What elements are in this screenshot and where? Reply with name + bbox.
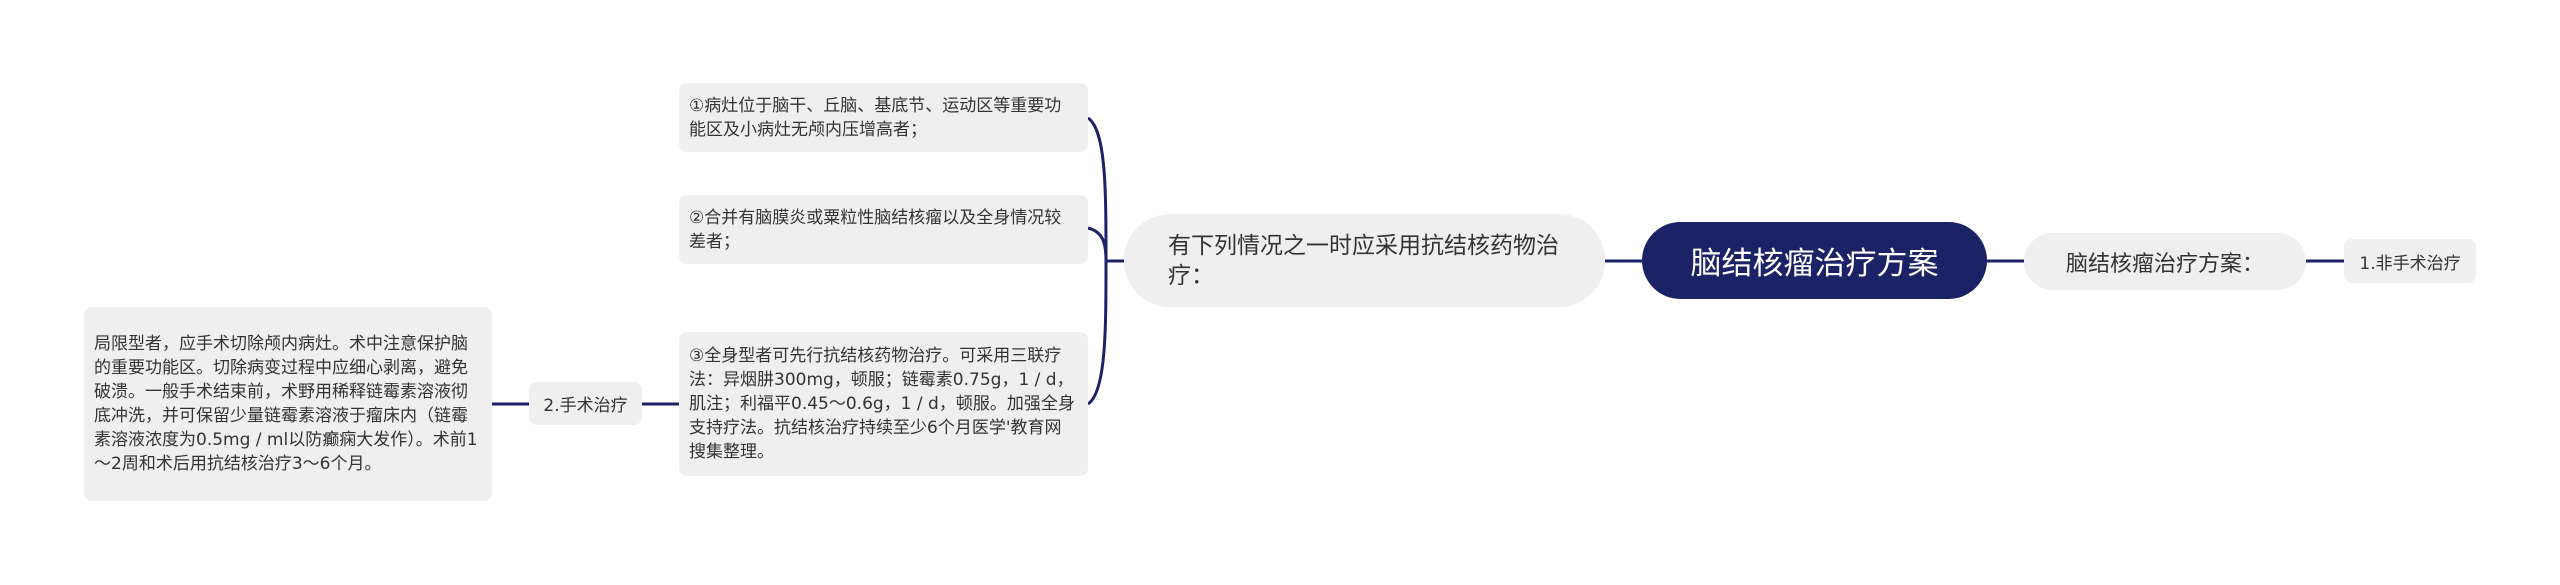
left-branch-node[interactable]: 有下列情况之一时应采用抗结核药物治疗： [1124,214,1605,307]
non-surgical-treatment-node[interactable]: 1.非手术治疗 [2344,239,2476,283]
surgical-treatment-node[interactable]: 2.手术治疗 [529,382,642,425]
left-branch-label: 有下列情况之一时应采用抗结核药物治疗： [1168,232,1559,289]
right-branch-node[interactable]: 脑结核瘤治疗方案： [2024,233,2306,290]
condition-2-node[interactable]: ②合并有脑膜炎或粟粒性脑结核瘤以及全身情况较差者； [679,195,1088,264]
non-surgical-treatment-label: 1.非手术治疗 [2359,253,2461,274]
surgical-detail-node[interactable]: 局限型者，应手术切除颅内病灶。术中注意保护脑的重要功能区。切除病变过程中应细心剥… [84,307,492,501]
condition-2-label: ②合并有脑膜炎或粟粒性脑结核瘤以及全身情况较差者； [689,207,1062,252]
right-branch-label: 脑结核瘤治疗方案： [2065,251,2264,277]
surgical-treatment-label: 2.手术治疗 [543,396,628,416]
surgical-detail-label: 局限型者，应手术切除颅内病灶。术中注意保护脑的重要功能区。切除病变过程中应细心剥… [94,334,478,474]
condition-1-node[interactable]: ①病灶位于脑干、丘脑、基底节、运动区等重要功能区及小病灶无颅内压增高者； [679,83,1088,152]
root-node-label: 脑结核瘤治疗方案 [1690,246,1939,282]
condition-3-label: ③全身型者可先行抗结核药物治疗。可采用三联疗法：异烟肼300mg，顿服；链霉素0… [689,346,1075,462]
condition-3-node[interactable]: ③全身型者可先行抗结核药物治疗。可采用三联疗法：异烟肼300mg，顿服；链霉素0… [679,332,1088,476]
root-node[interactable]: 脑结核瘤治疗方案 [1642,222,1987,299]
condition-1-label: ①病灶位于脑干、丘脑、基底节、运动区等重要功能区及小病灶无颅内压增高者； [689,95,1062,140]
